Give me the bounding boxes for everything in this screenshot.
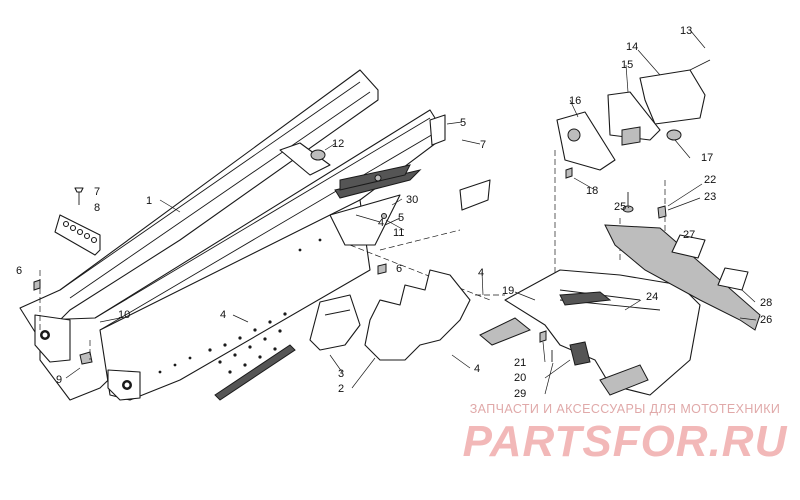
perforated-bar-part-8 [54,214,101,256]
callout-25: 25 [614,201,626,213]
callout-5-top: 5 [460,117,466,129]
bracket-part-30 [339,114,491,219]
callout-1: 1 [146,195,152,207]
callout-11: 11 [393,227,404,239]
callout-26: 26 [760,314,772,326]
callout-23: 23 [704,191,716,203]
callout-24: 24 [646,291,658,303]
callout-2: 2 [338,383,344,395]
snow-flap-part-26 [604,224,761,331]
callout-21: 21 [514,357,526,369]
wavy-panel-part-2 [364,269,471,361]
callout-12: 12 [332,138,344,150]
tube-part-4-lower [214,344,296,401]
callout-3: 3 [338,368,344,380]
callout-22: 22 [704,174,716,186]
callout-15: 15 [621,59,633,71]
callout-6-center: 6 [396,263,402,275]
hardware-22-23-25 [622,192,667,219]
tail-light-assembly [556,59,711,179]
callout-7-right: 7 [480,139,486,151]
callout-30: 30 [406,194,418,206]
callout-7-left: 7 [94,186,100,198]
bracket-part-3 [309,294,361,351]
callout-20: 20 [514,372,526,384]
watermark-logo: PARTSFOR.RU [462,417,788,466]
callout-18: 18 [586,185,598,197]
callout-6-left: 6 [16,265,22,277]
callout-numbers: 1 2 3 4 4 4 4 5 5 6 6 7 7 8 9 10 11 12 1… [16,25,772,400]
callout-29: 29 [514,388,526,400]
watermark-tagline: ЗАПЧАСТИ И АКСЕССУАРЫ ДЛЯ МОТОТЕХНИКИ [469,402,781,416]
callout-4-bumper: 4 [478,267,484,279]
fastener-part-9 [79,351,93,365]
callout-4-center: 4 [378,217,384,229]
callout-13: 13 [680,25,692,37]
side-panel-rivets [158,238,322,374]
callout-16: 16 [569,95,581,107]
screw-part-7-left [74,187,84,205]
hardware-20-21-29 [539,330,591,366]
callout-8: 8 [94,202,100,214]
callout-5-mid: 5 [398,212,404,224]
watermark: ЗАПЧАСТИ И АКСЕССУАРЫ ДЛЯ МОТОТЕХНИКИ PA… [460,402,790,466]
callout-4-lower: 4 [220,309,226,321]
rear-bumper-part-24 [479,269,701,396]
callout-leaders [65,29,757,395]
callout-27: 27 [683,229,695,241]
grommet-part-12 [310,149,326,161]
callout-19: 19 [502,285,514,297]
callout-28: 28 [760,297,772,309]
callout-17: 17 [701,152,713,164]
callout-10: 10 [118,309,130,321]
callout-4-right: 4 [474,363,480,375]
callout-9: 9 [56,374,62,386]
callout-14: 14 [626,41,638,53]
